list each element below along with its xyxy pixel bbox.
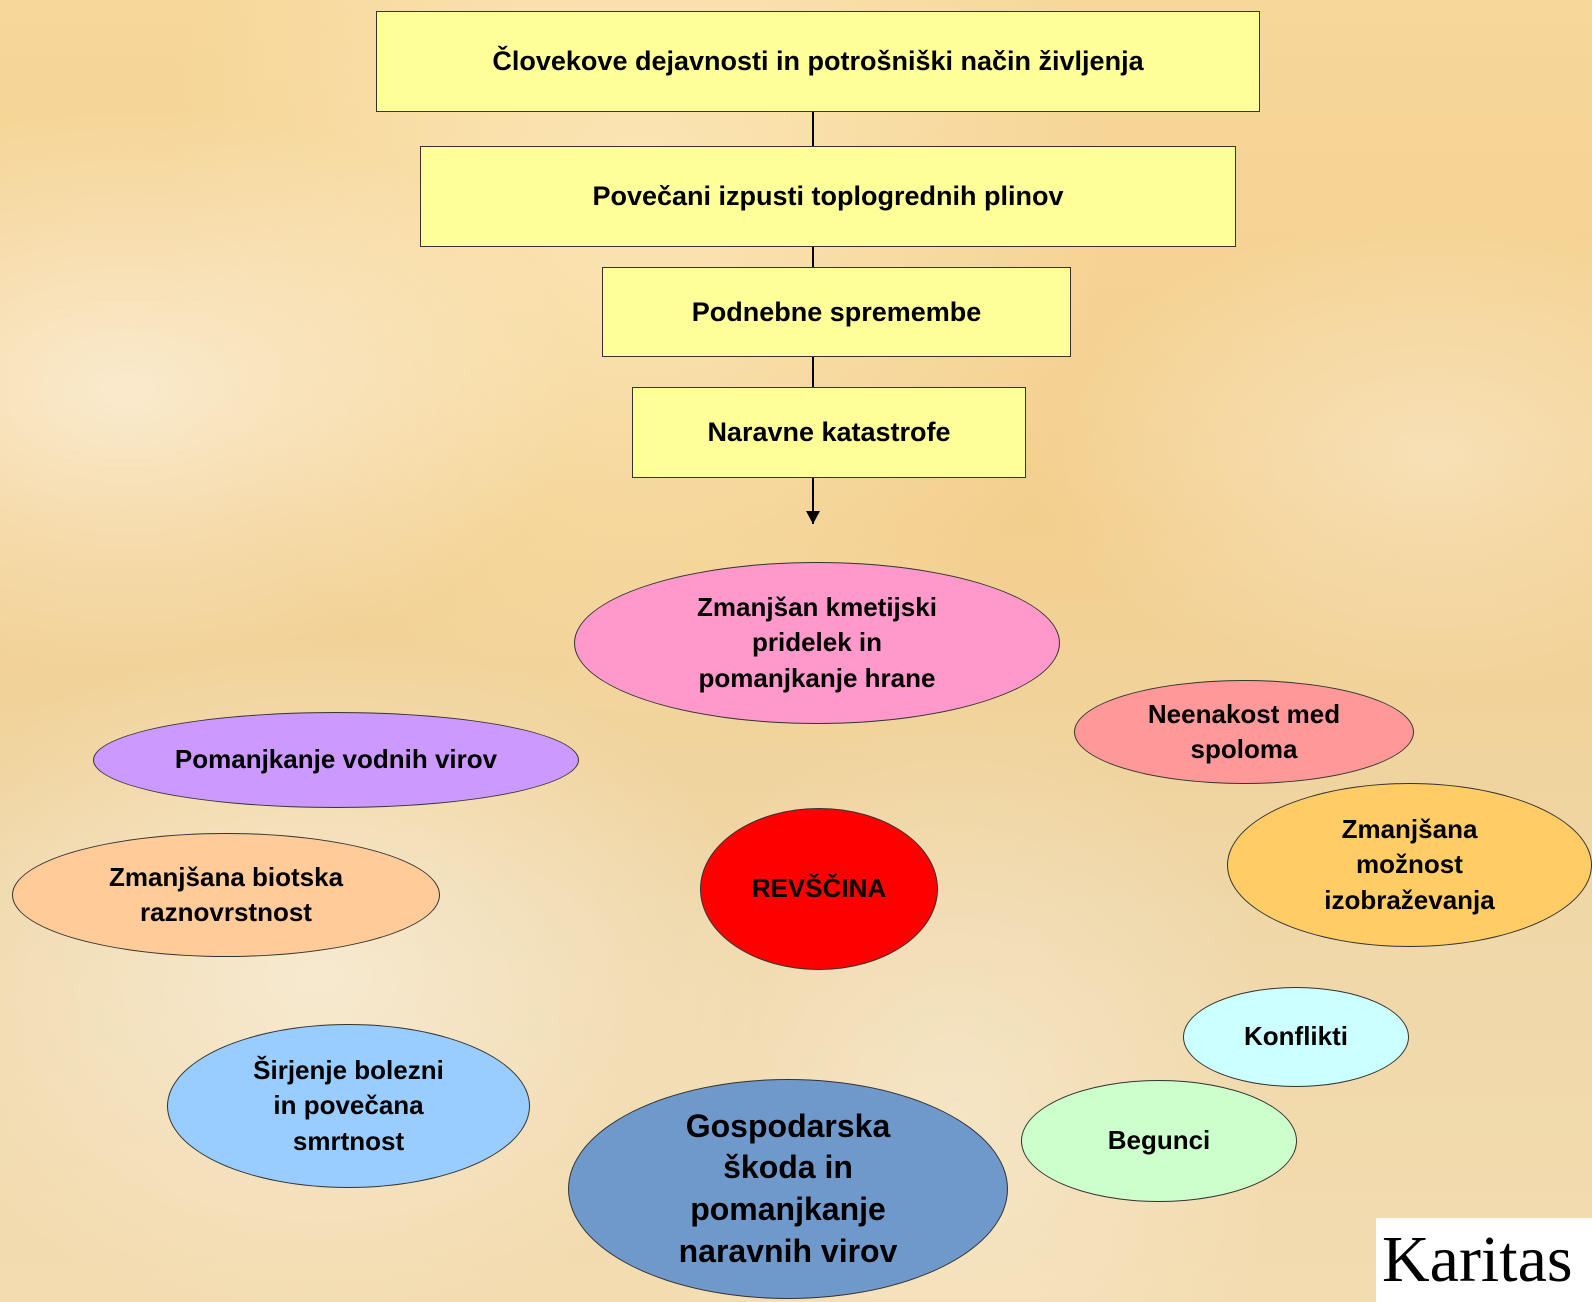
effect-refugees-line-1: Begunci [1107, 1125, 1211, 1156]
effect-agriculture-line-1: Zmanjšan kmetijski [697, 591, 937, 622]
effect-agriculture-line-3: pomanjkanje hrane [698, 662, 936, 693]
effect-disease-line-2: in povečana [273, 1090, 424, 1121]
effect-disease-line-3: smrtnost [292, 1125, 405, 1156]
flow-box-emissions-label: Povečani izpusti toplogrednih plinov [592, 181, 1064, 211]
flow-box-emissions: Povečani izpusti toplogrednih plinov [420, 146, 1236, 247]
effect-poverty: REVŠČINA [700, 808, 938, 970]
effect-biodiversity-line-2: raznovrstnost [140, 897, 312, 927]
effect-disease: Širjenje bolezni in povečana smrtnost [167, 1024, 530, 1188]
effect-economy-line-3: pomanjkanje [690, 1191, 886, 1227]
effect-education: Zmanjšana možnost izobraževanja [1227, 783, 1592, 947]
arrowhead-4 [806, 511, 820, 524]
effect-education-line-1: Zmanjšana [1341, 813, 1478, 844]
effect-education-line-3: izobraževanja [1324, 884, 1495, 915]
flow-box-natural-disasters-label: Naravne katastrofe [707, 417, 951, 447]
effect-economy-line-1: Gospodarska [685, 1107, 891, 1144]
effect-agriculture: Zmanjšan kmetijski pridelek in pomanjkan… [574, 562, 1060, 724]
karitas-logo: Karitas [1376, 1218, 1592, 1302]
effect-conflicts-line-1: Konflikti [1244, 1021, 1348, 1052]
effect-education-line-2: možnost [1356, 849, 1463, 880]
flow-box-natural-disasters: Naravne katastrofe [632, 387, 1026, 478]
effect-agriculture-line-2: pridelek in [751, 627, 883, 658]
effect-disease-line-1: Širjenje bolezni [253, 1054, 444, 1085]
effect-biodiversity: Zmanjšana biotska raznovrstnost [12, 833, 440, 957]
flow-box-climate-change: Podnebne spremembe [602, 267, 1071, 357]
effect-gender: Neenakost med spoloma [1074, 680, 1414, 784]
flow-box-climate-change-label: Podnebne spremembe [691, 296, 982, 327]
flow-box-human-activities: Človekove dejavnosti in potrošniški nači… [376, 11, 1260, 112]
effect-economy-line-2: škoda in [723, 1149, 853, 1186]
effect-water: Pomanjkanje vodnih virov [93, 712, 579, 808]
effect-gender-line-2: spoloma [1190, 734, 1298, 764]
flow-box-human-activities-label: Človekove dejavnosti in potrošniški nači… [492, 46, 1144, 76]
effect-conflicts: Konflikti [1183, 987, 1409, 1087]
effect-biodiversity-line-1: Zmanjšana biotska [108, 861, 344, 892]
effect-gender-line-1: Neenakost med [1147, 698, 1341, 729]
effect-water-line-1: Pomanjkanje vodnih virov [174, 744, 498, 775]
effect-refugees: Begunci [1021, 1080, 1297, 1202]
effect-poverty-line-1: REVŠČINA [751, 873, 887, 904]
effect-economy: Gospodarska škoda in pomanjkanje naravni… [568, 1079, 1008, 1299]
effect-economy-line-4: naravnih virov [678, 1232, 898, 1269]
